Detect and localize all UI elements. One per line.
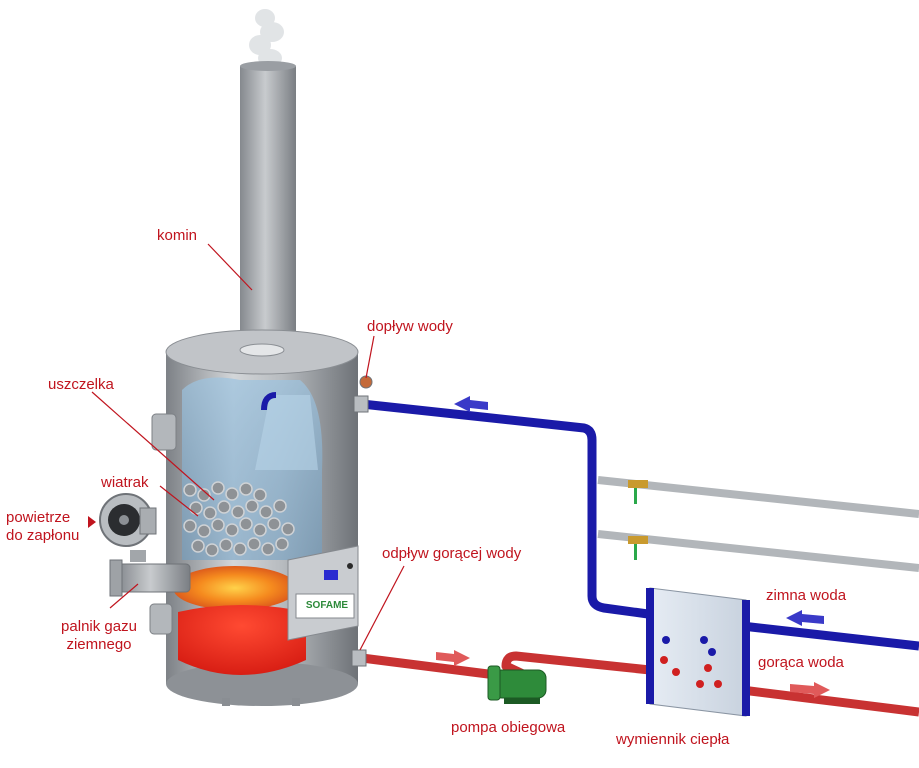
leader-lines [91,243,405,651]
cold-flow-arrow-2 [786,610,824,626]
hot-water-pipe [361,651,919,717]
flow-arrows [88,396,830,698]
heat-exchanger [646,587,750,717]
tank-flanges [149,413,177,635]
air-arrow [88,516,96,528]
label-powietrze-do-zaplonu: powietrze do zapłonu [6,509,79,545]
brand-logo-text: SOFAME [305,600,349,611]
hot-water-pool [178,605,306,675]
cold-water-pipe [361,399,919,651]
cold-flow-arrow-1 [454,396,488,412]
label-uszczelka: uszczelka [48,376,114,393]
hot-flow-arrow-1 [436,650,470,666]
label-zimna-woda: zimna woda [766,587,847,604]
label-palnik-line2: ziemnego [66,636,132,653]
label-powietrze-line2: do zapłonu [6,527,80,544]
label-wymiennik-ciepla: wymiennik ciepła [616,731,730,748]
label-goraca-woda: gorąca woda [758,654,844,671]
label-pompa-obiegowa: pompa obiegowa [451,719,566,736]
steam [249,9,284,67]
circulation-pump [487,665,547,704]
label-powietrze-line1: powietrze [6,509,71,526]
hot-flow-arrow-2 [790,682,830,698]
brand-logo: SOFAME [300,597,354,615]
label-palnik-gazu-ziemnego: palnik gazu ziemnego [44,618,154,654]
fan-icon [99,493,157,547]
boiler-cutaway [173,377,323,675]
packing-media [183,481,295,557]
label-doplyw-wody: dopływ wody [367,318,453,335]
chimney [240,66,296,348]
burner-flame [173,566,297,610]
label-komin: komin [157,227,198,244]
label-wiatrak: wiatrak [101,474,149,491]
label-palnik-line1: palnik gazu [61,618,137,635]
grey-pipes [597,476,919,572]
control-panel [287,545,359,641]
label-odplyw-goracej-wody: odpływ gorącej wody [382,545,522,562]
